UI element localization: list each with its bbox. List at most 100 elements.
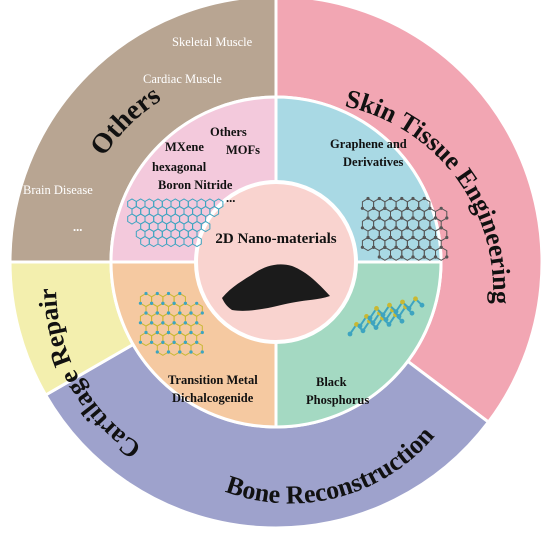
lattice-atom (383, 206, 387, 210)
lattice-atom (144, 291, 148, 296)
phosphorus-atom (383, 317, 389, 322)
lattice-atom (445, 255, 449, 259)
lattice-atom (178, 311, 182, 315)
lattice-atom (138, 340, 142, 344)
graphene-label-line1: Graphene and (330, 137, 407, 151)
lattice-atom (422, 235, 426, 240)
lattice-atom (388, 235, 393, 240)
lattice-atom (405, 245, 409, 249)
lattice-atom (150, 301, 154, 305)
lattice-atom (439, 245, 443, 249)
lattice-atom (422, 255, 426, 259)
lattice-atom (411, 216, 415, 220)
lattice-atom (200, 350, 204, 354)
lattice-atom (417, 245, 421, 249)
lattice-atom (178, 330, 182, 335)
lattice-atom (166, 330, 171, 335)
lattice-atom (372, 245, 376, 249)
inner-others-bn-line2: Boron Nitride (158, 178, 233, 192)
graphene-lattice-icon (360, 196, 449, 261)
lattice-atom (172, 321, 176, 325)
phosphorus-atom (399, 318, 405, 324)
lattice-atom (172, 301, 176, 305)
lattice-atom (155, 311, 159, 315)
lattice-atom (433, 216, 438, 220)
lattice-atom (445, 216, 449, 220)
lattice-atom (422, 196, 426, 201)
lattice-atom (433, 255, 438, 259)
lattice-atom (155, 350, 159, 354)
lattice-atom (200, 311, 204, 315)
phosphorus-atom (400, 299, 405, 305)
lattice-atom (439, 206, 443, 210)
lattice-atom (166, 311, 171, 315)
nanosheet-illustration (222, 264, 330, 311)
lattice-atom (189, 311, 193, 315)
lattice-atom (422, 216, 426, 220)
black-phosphorus-lattice-icon (347, 296, 425, 337)
phosphorus-atom (347, 331, 353, 337)
lattice-atom (195, 340, 199, 344)
inner-others-ellipsis: ... (226, 191, 235, 205)
others-item-cardiac-muscle: Cardiac Muscle (143, 72, 222, 86)
lattice-atom (417, 226, 421, 230)
lattice-atom (428, 245, 432, 249)
lattice-atom (417, 206, 421, 210)
lattice-atom (428, 206, 432, 210)
phosphorus-atom (393, 309, 399, 314)
lattice-atom (189, 350, 193, 354)
lattice-atom (377, 216, 381, 220)
lattice-atom (172, 340, 176, 344)
lattice-atom (155, 291, 159, 296)
phosphorus-atom (387, 302, 392, 308)
phosphorus-label-line2: Phosphorus (306, 393, 369, 407)
lattice-atom (360, 245, 364, 249)
lattice-atom (166, 350, 171, 354)
lattice-atom (433, 235, 438, 240)
lattice-atom (178, 350, 182, 354)
inner-others-mxene: MXene (165, 140, 204, 154)
phosphorus-atom (374, 306, 379, 311)
lattice-atom (195, 321, 199, 325)
phosphorus-atom (357, 323, 363, 329)
lattice-atom (383, 245, 387, 249)
lattice-atom (377, 255, 381, 259)
phosphorus-atom (396, 314, 402, 319)
lattice-atom (405, 206, 409, 210)
lattice-atom (183, 340, 187, 344)
lattice-atom (439, 226, 443, 230)
lattice-atom (161, 301, 165, 305)
tmd-lattice-icon (138, 291, 204, 356)
lattice-atom (377, 235, 381, 240)
lattice-atom (155, 330, 159, 335)
phosphorus-atom (367, 315, 373, 321)
lattice-atom (360, 206, 364, 210)
lattice-atom (166, 291, 171, 296)
lattice-atom (138, 321, 142, 325)
lattice-atom (377, 196, 381, 201)
lattice-atom (411, 196, 415, 201)
lattice-atom (150, 340, 154, 344)
lattice-hexagon (190, 341, 203, 356)
lattice-atom (144, 330, 148, 335)
lattice-atom (388, 196, 393, 201)
lattice-atom (394, 226, 398, 230)
lattice-atom (400, 216, 404, 220)
lattice-atom (400, 235, 404, 240)
lattice-atom (372, 206, 376, 210)
others-item-skeletal-muscle: Skeletal Muscle (172, 35, 253, 49)
phosphorus-atom (406, 306, 412, 311)
lattice-atom (388, 216, 393, 220)
others-item-brain-disease: Brain Disease (23, 183, 93, 197)
lattice-hexagon (192, 235, 202, 248)
lattice-atom (366, 196, 370, 201)
lattice-atom (394, 206, 398, 210)
lattice-atom (411, 235, 415, 240)
lattice-atom (150, 321, 154, 325)
tmd-label-line2: Dichalcogenide (172, 391, 254, 405)
tmd-label-line1: Transition Metal (168, 373, 258, 387)
center-title: 2D Nano-materials (215, 231, 336, 247)
lattice-atom (144, 311, 148, 315)
